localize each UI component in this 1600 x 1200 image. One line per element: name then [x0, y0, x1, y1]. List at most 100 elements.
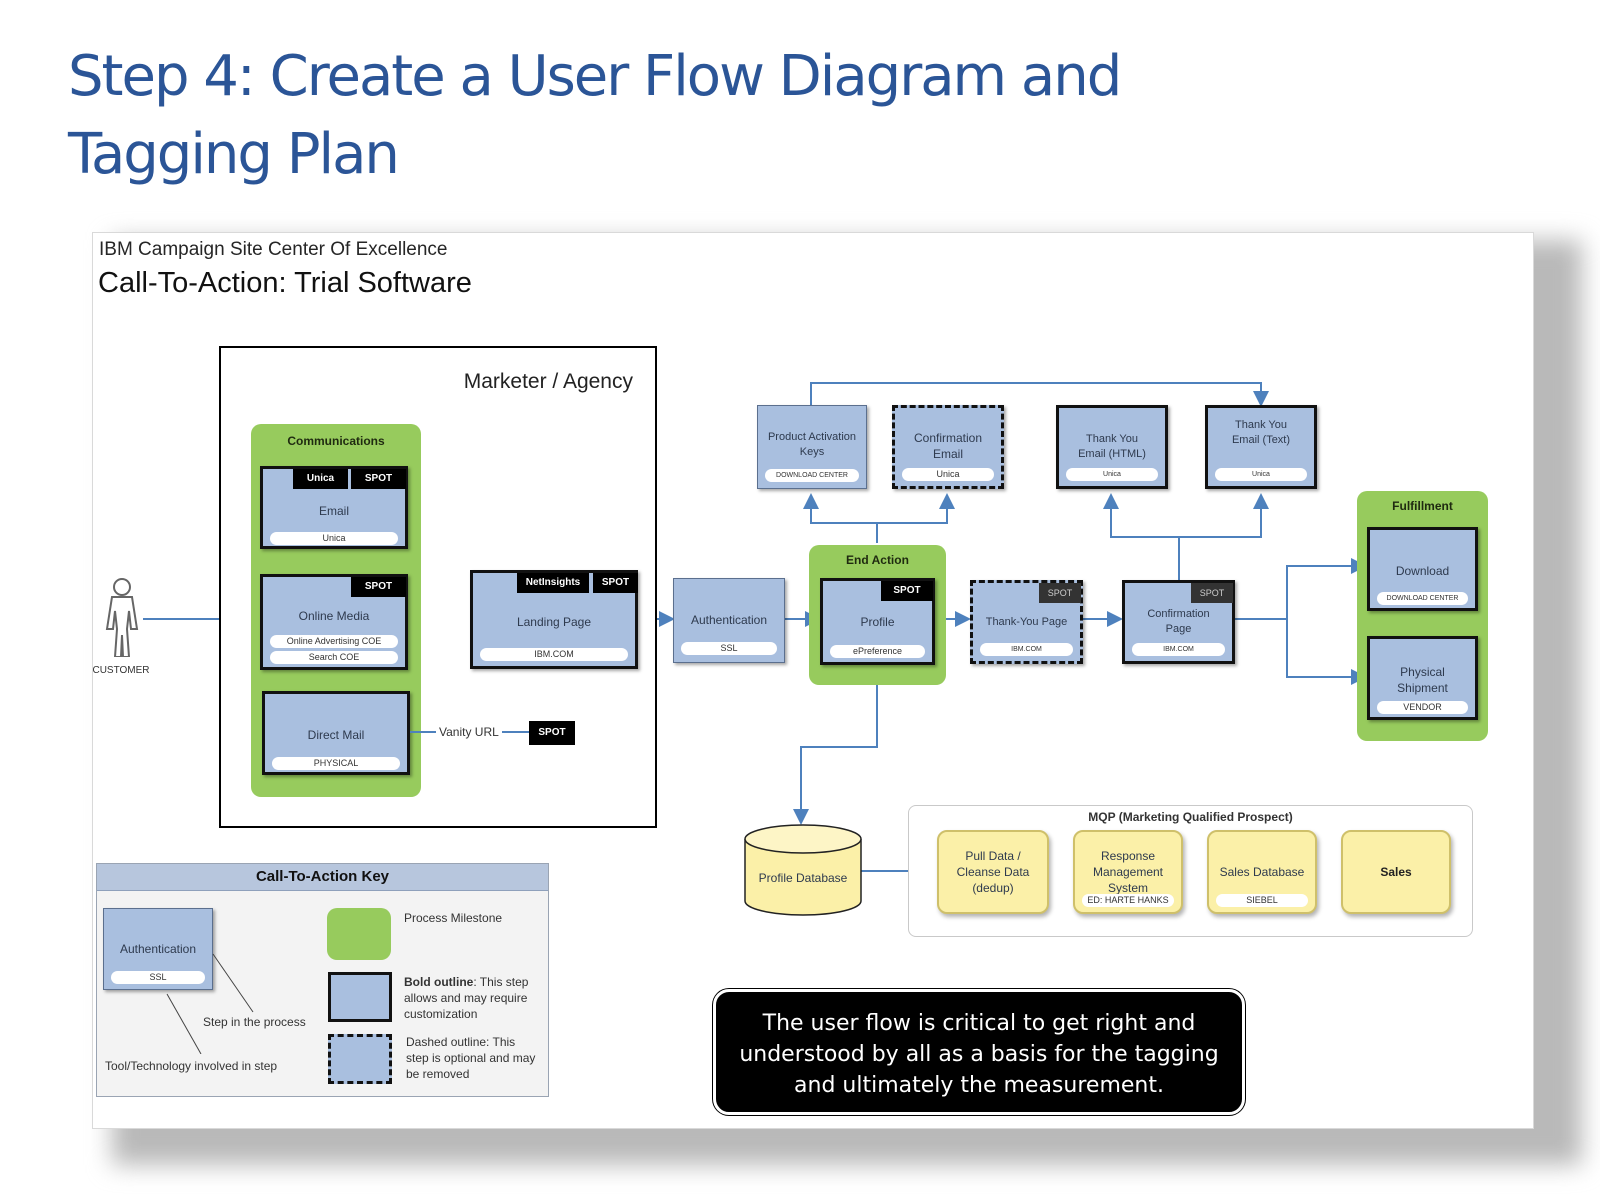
- response-mgmt-tool: ED: HARTE HANKS: [1082, 894, 1174, 907]
- email-step: Unica SPOT Email Unica: [260, 466, 408, 549]
- product-activation-tool: DOWNLOAD CENTER: [765, 469, 859, 482]
- profile-database-label: Profile Database: [758, 871, 848, 885]
- online-media-tool-2: Search COE: [270, 651, 398, 664]
- confirmation-email-title: Confirmation Email: [913, 431, 983, 461]
- authentication-step: Authentication SSL: [673, 578, 785, 663]
- diagram-heading: Call-To-Action: Trial Software: [98, 267, 472, 299]
- key-pointer-lines: [166, 953, 254, 1054]
- vanity-url-label: Vanity URL: [439, 725, 499, 739]
- download-tool: DOWNLOAD CENTER: [1377, 592, 1468, 605]
- thank-you-text-title: Thank You Email (Text): [1231, 419, 1291, 446]
- landing-page-tool: IBM.COM: [480, 648, 628, 661]
- spot-tag: SPOT: [593, 573, 638, 593]
- authentication-title: Authentication: [690, 613, 768, 627]
- key-bold-swatch: [328, 972, 392, 1022]
- spot-tag: SPOT: [1191, 583, 1233, 603]
- confirmation-page-title: Confirmation Page: [1147, 608, 1210, 635]
- confirmation-email-step: Confirmation Email Unica: [892, 405, 1004, 489]
- thank-you-page-tool: IBM.COM: [980, 643, 1073, 656]
- product-activation-step: Product Activation Keys DOWNLOAD CENTER: [757, 405, 867, 489]
- thank-you-html-tool: Unica: [1066, 468, 1158, 481]
- marketer-agency-label: Marketer / Agency: [463, 370, 633, 393]
- spot-tag: SPOT: [1039, 583, 1081, 603]
- profile-database-cylinder: [744, 824, 862, 916]
- landing-page-title: Landing Page: [516, 615, 592, 629]
- key-sample-step: Authentication SSL: [103, 908, 213, 990]
- netinsights-tag: NetInsights: [517, 573, 589, 593]
- download-title: Download: [1395, 564, 1450, 578]
- direct-mail-tool: PHYSICAL: [272, 757, 400, 770]
- fulfillment-label: Fulfillment: [1392, 499, 1453, 513]
- thank-you-html-title: Thank You Email (HTML): [1078, 433, 1146, 460]
- end-action-label: End Action: [846, 553, 909, 567]
- callout-box: The user flow is critical to get right a…: [713, 989, 1245, 1115]
- online-media-tool-1: Online Advertising COE: [270, 635, 398, 648]
- profile-title: Profile: [860, 615, 895, 629]
- spot-tag: SPOT: [351, 469, 406, 489]
- mqp-label: MQP (Marketing Qualified Prospect): [1088, 810, 1293, 824]
- thank-you-text-step: Thank You Email (Text) Unica: [1205, 405, 1317, 489]
- arrow-confirmation-shipment: [1286, 619, 1367, 685]
- thank-you-page-title: Thank-You Page: [985, 616, 1068, 628]
- diagram-frame: IBM Campaign Site Center Of Excellence C…: [92, 232, 1534, 1129]
- spot-tag: SPOT: [351, 577, 406, 597]
- thank-you-html-step: Thank You Email (HTML) Unica: [1056, 405, 1168, 489]
- key-bold-label: Bold outline: This step allows and may r…: [404, 974, 542, 1022]
- confirmation-page-tool: IBM.COM: [1132, 643, 1225, 656]
- key-milestone-label: Process Milestone: [404, 911, 503, 925]
- key-bold-desc: : This step allows and may require custo…: [404, 975, 529, 1021]
- org-label: IBM Campaign Site Center Of Excellence: [99, 239, 448, 260]
- key-bold-term: Bold outline: [404, 975, 474, 989]
- response-mgmt-title: Response Management System: [1092, 849, 1164, 895]
- communications-label: Communications: [287, 434, 385, 448]
- arrow-confpage-ty-html: [1103, 493, 1180, 580]
- call-to-action-key: Call-To-Action Key Authentication SSL St…: [96, 863, 549, 1097]
- email-title: Email: [318, 504, 349, 518]
- key-milestone-swatch: [327, 908, 391, 960]
- confirmation-page-step: SPOT Confirmation Page IBM.COM: [1122, 580, 1235, 664]
- direct-mail-step: Direct Mail PHYSICAL: [262, 691, 410, 775]
- customer-label: CUSTOMER: [92, 665, 150, 676]
- sales-db-title: Sales Database: [1219, 865, 1305, 879]
- authentication-tool: SSL: [681, 642, 777, 655]
- online-media-title: Online Media: [298, 609, 370, 623]
- sales-db-step: Sales Database SIEBEL: [1207, 830, 1317, 914]
- confirmation-email-tool: Unica: [902, 468, 994, 481]
- product-activation-title: Product Activation Keys: [767, 431, 857, 458]
- key-tool-label: Tool/Technology involved in step: [105, 1059, 278, 1073]
- thank-you-text-tool: Unica: [1215, 468, 1307, 481]
- sales-title: Sales: [1380, 865, 1412, 879]
- landing-page-step: NetInsights SPOT Landing Page IBM.COM: [470, 570, 638, 669]
- arrow-keys-top-ty-text: [810, 382, 1269, 407]
- pull-data-step: Pull Data / Cleanse Data (dedup): [937, 830, 1049, 914]
- email-tool: Unica: [270, 532, 398, 545]
- slide-title: Step 4: Create a User Flow Diagram and T…: [68, 44, 1122, 187]
- download-step: Download DOWNLOAD CENTER: [1367, 527, 1478, 611]
- arrow-confpage-ty-text: [1179, 493, 1269, 538]
- unica-tag: Unica: [293, 469, 348, 489]
- direct-mail-title: Direct Mail: [307, 728, 365, 742]
- key-sample-title: Authentication: [119, 942, 197, 956]
- spot-tag: SPOT: [881, 581, 933, 601]
- arrow-profile-db: [793, 665, 878, 825]
- response-mgmt-step: Response Management System ED: HARTE HAN…: [1073, 830, 1183, 914]
- shipment-title: Physical Shipment: [1397, 665, 1448, 695]
- thank-you-page-step: SPOT Thank-You Page IBM.COM: [970, 580, 1083, 664]
- sales-db-tool: SIEBEL: [1216, 894, 1308, 907]
- arrow-profile-confemail: [877, 493, 955, 524]
- key-dashed-swatch: [328, 1034, 392, 1084]
- sales-step: Sales: [1341, 830, 1451, 914]
- vanity-url-lines: [410, 731, 530, 733]
- key-step-label: Step in the process: [203, 1015, 306, 1029]
- customer-icon: [105, 578, 139, 657]
- key-title: Call-To-Action Key: [97, 864, 548, 891]
- shipment-tool: VENDOR: [1377, 701, 1468, 714]
- pull-data-title: Pull Data / Cleanse Data (dedup): [956, 849, 1030, 895]
- key-dashed-label: Dashed outline: This step is optional an…: [406, 1035, 536, 1081]
- shipment-step: Physical Shipment VENDOR: [1367, 636, 1478, 720]
- vanity-spot-tag: SPOT: [529, 721, 575, 745]
- profile-step: SPOT Profile ePreference: [820, 578, 935, 665]
- arrow-profile-keys: [803, 493, 878, 543]
- key-sample-tool: SSL: [111, 971, 205, 984]
- online-media-step: SPOT Online Media Online Advertising COE…: [260, 574, 408, 670]
